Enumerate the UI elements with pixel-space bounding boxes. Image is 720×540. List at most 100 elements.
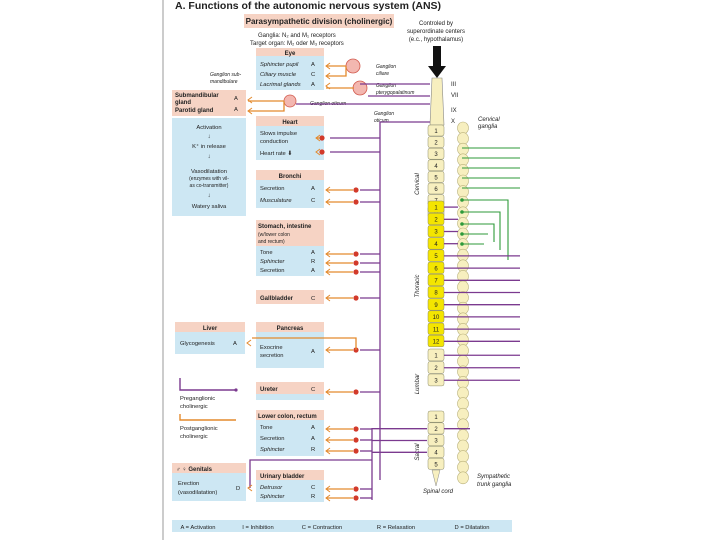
segment-label-sacral-1: 1 bbox=[434, 415, 438, 421]
gallbladder-title: Gallbladder bbox=[260, 296, 294, 302]
segment-label-thoracic-3: 3 bbox=[434, 230, 438, 236]
green-fibers bbox=[462, 147, 520, 260]
segment-cervical-6 bbox=[427, 182, 445, 195]
chain-synapse bbox=[460, 222, 464, 226]
segment-label-lumbar-1: 1 bbox=[434, 353, 438, 359]
ganglion-oticum-2: oticum bbox=[374, 118, 389, 124]
genitals-box: ♂ ♀ Genitals Erection (vasodilatation) D bbox=[172, 463, 246, 501]
chain-ganglion bbox=[457, 386, 469, 400]
target-receptors: Target organ: M₂ oder M₃ receptors bbox=[250, 41, 344, 47]
segment-cervical-5 bbox=[427, 171, 445, 183]
ureter-box: Ureter C bbox=[256, 382, 324, 400]
bladder-row-2: Sphincter bbox=[260, 494, 286, 500]
controlled-line-1: Controled by bbox=[419, 21, 453, 27]
bladder-box: Urinary bladder Detrusor Sphincter C R bbox=[256, 470, 324, 502]
fiber-saliva-2 bbox=[248, 101, 285, 112]
eye-title: Eye bbox=[285, 51, 296, 57]
eye-row-3: Lacrimal glands bbox=[260, 82, 301, 88]
heart-row-2: conduction bbox=[260, 139, 288, 145]
ganglion-submand-1: Ganglion sub- bbox=[210, 72, 241, 78]
pancreas-line-2: secretion bbox=[260, 353, 284, 359]
gallbladder-box: Gallbladder C bbox=[256, 290, 324, 304]
legend-pre-1: Preganglionic bbox=[180, 396, 215, 402]
salivary-effect-3: Vasodilatation bbox=[191, 169, 227, 175]
colon-row-3: Sphincter bbox=[260, 447, 286, 453]
ganglion-dot bbox=[353, 486, 359, 492]
ganglion-dot bbox=[353, 187, 359, 193]
genitals-code: D bbox=[236, 486, 240, 492]
chain-ganglion bbox=[457, 407, 469, 421]
ganglion-dot bbox=[353, 295, 359, 301]
stomach-row-2: Sphincter bbox=[260, 259, 286, 265]
effector-arrow bbox=[325, 388, 331, 396]
salivary-effect-4: (enzymes with vil- bbox=[189, 176, 229, 182]
pancreas-line-1: Exocrine bbox=[260, 345, 283, 351]
stomach-code-1: A bbox=[311, 250, 315, 256]
chain-ganglion bbox=[457, 354, 469, 368]
footer-1: A = Activation bbox=[181, 525, 216, 531]
segment-label-thoracic-6: 6 bbox=[434, 266, 438, 272]
stomach-sub-2: and rectum) bbox=[258, 239, 285, 245]
segment-label-thoracic-12: 12 bbox=[433, 340, 440, 346]
effector-arrow bbox=[315, 134, 321, 142]
segment-label-sacral-5: 5 bbox=[434, 462, 438, 468]
segment-label-thoracic-9: 9 bbox=[434, 303, 438, 309]
chain-ganglion bbox=[457, 259, 469, 273]
bronchi-row-1: Secretion bbox=[260, 186, 285, 192]
chain-ganglion bbox=[457, 280, 469, 294]
colon-title: Lower colon, rectum bbox=[258, 414, 317, 420]
chain-synapse bbox=[460, 232, 464, 236]
salivary-effect-2: K⁺ in release bbox=[192, 143, 226, 150]
chain-ganglion bbox=[457, 164, 469, 177]
ganglion-dot bbox=[353, 199, 359, 205]
genitals-line-2: (vasodilatation) bbox=[178, 490, 217, 496]
ureter-title: Ureter bbox=[260, 387, 278, 393]
segment-label-thoracic-8: 8 bbox=[434, 291, 438, 297]
segment-label-cervical-2: 2 bbox=[434, 141, 438, 147]
segment-label-sacral-2: 2 bbox=[434, 427, 438, 433]
salivary-title-1: Submandibular bbox=[175, 93, 219, 99]
chain-ganglion bbox=[457, 471, 469, 485]
chain-ganglion bbox=[457, 195, 469, 209]
chain-ganglion bbox=[457, 312, 469, 326]
eye-code-2: C bbox=[311, 72, 315, 78]
segment-sacral-5 bbox=[427, 457, 445, 470]
ureter-code: C bbox=[311, 387, 315, 393]
ganglia-receptors: Ganglia: N₂ and M₁ receptors bbox=[258, 33, 336, 39]
bladder-row-1: Detrusor bbox=[260, 485, 283, 491]
bladder-code-2: R bbox=[311, 494, 315, 500]
effector-arrow bbox=[325, 494, 331, 502]
ganglion-ptery-1: Ganglion bbox=[376, 83, 396, 89]
nerve-fibers bbox=[246, 62, 520, 502]
stomach-code-3: A bbox=[311, 268, 315, 274]
controlled-line-2: superordinate centers bbox=[407, 29, 465, 35]
down-arrow-icon bbox=[428, 46, 446, 78]
colon-code-3: R bbox=[311, 447, 315, 453]
segment-label-cervical-6: 6 bbox=[434, 187, 438, 193]
genitals-title: ♂ ♀ Genitals bbox=[176, 467, 213, 473]
ganglion-dot bbox=[353, 260, 359, 266]
liver-code: A bbox=[233, 341, 237, 347]
effector-arrow bbox=[247, 484, 253, 492]
salivary-title-3: Parotid gland bbox=[175, 108, 214, 114]
ganglion-ciliare-1: Ganglion bbox=[376, 64, 396, 70]
fiber-vagus bbox=[379, 121, 430, 480]
gallbladder-code: C bbox=[311, 296, 315, 302]
heart-row-1: Slows impulse bbox=[260, 131, 297, 137]
cranial-nerve-vii: VII bbox=[451, 93, 459, 99]
chain-ganglion bbox=[457, 153, 469, 167]
chain-ganglion bbox=[457, 248, 469, 262]
segment-label-thoracic-7: 7 bbox=[434, 279, 438, 285]
segment-label-cervical-5: 5 bbox=[434, 175, 438, 181]
chain-ganglion bbox=[457, 429, 469, 442]
segment-label-thoracic-10: 10 bbox=[433, 315, 440, 321]
effector-arrow bbox=[325, 485, 331, 493]
segment-label-thoracic-5: 5 bbox=[434, 254, 438, 260]
eye-row-1: Sphincter pupil bbox=[260, 62, 299, 68]
stomach-sub-1: (w/lower colon bbox=[258, 232, 290, 238]
chain-ganglion bbox=[457, 132, 469, 145]
segment-sacral-1 bbox=[427, 410, 445, 423]
footer-4: R = Relaxation bbox=[377, 525, 415, 531]
ganglion-dot bbox=[353, 269, 359, 275]
segment-sacral-4 bbox=[427, 446, 445, 458]
